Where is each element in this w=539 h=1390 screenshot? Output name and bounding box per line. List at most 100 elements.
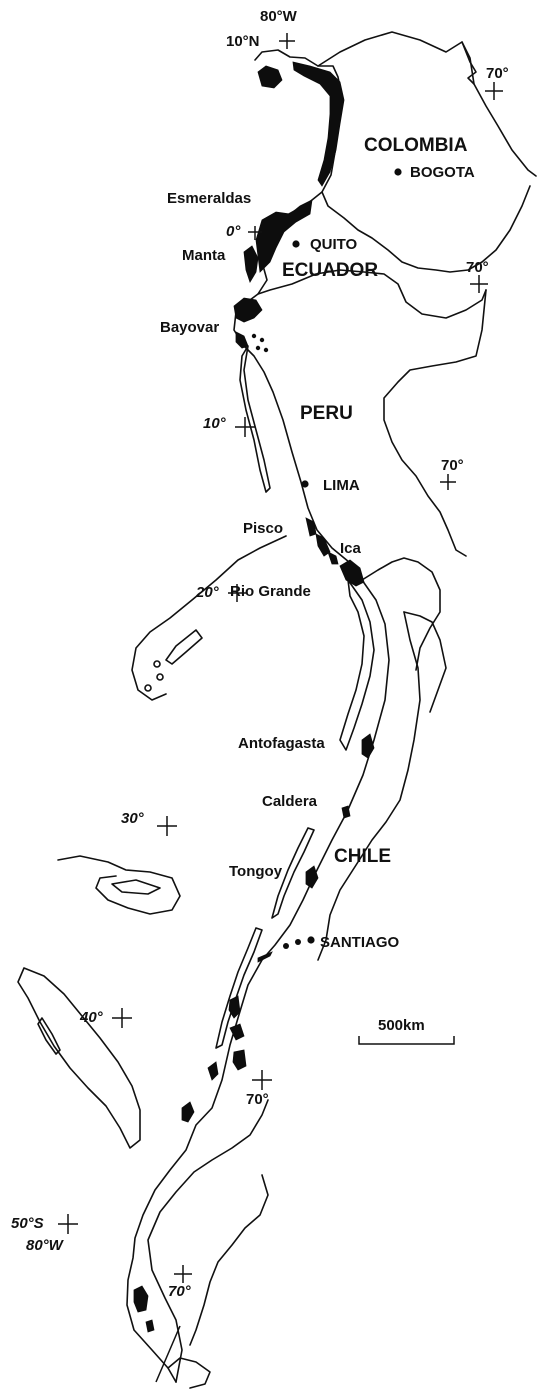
deposit-bayovar-dot-2 <box>259 337 265 343</box>
deposit-bayovar-dot-1 <box>251 333 257 339</box>
cross-ecuador-70 <box>470 275 488 293</box>
atacama-trench <box>339 579 375 751</box>
peru-bolivia-border <box>361 557 441 671</box>
coord-label-colombia-lon: 70° <box>486 65 509 82</box>
chile-rise-west-inner <box>37 1017 61 1055</box>
deposit-panama <box>257 65 283 89</box>
colombia-ecuador-border <box>321 185 531 273</box>
patagonia-coast <box>147 1099 269 1383</box>
deposit-south-chile-3 <box>229 1023 245 1041</box>
cross-10n-80w <box>279 33 295 49</box>
chile-rise-1 <box>271 827 315 919</box>
juan-fernandez-ridge <box>57 855 181 915</box>
place-label-ica: Ica <box>340 540 362 557</box>
deposit-manta <box>243 245 259 283</box>
cross-peru-70 <box>440 474 456 490</box>
place-label-bayovar: Bayovar <box>160 319 219 336</box>
magallanes-fault-line <box>155 1325 181 1383</box>
deposit-patagonia-2 <box>145 1319 155 1333</box>
cross-colombia-70 <box>485 82 503 100</box>
deposit-santiago-dot-2 <box>295 939 301 945</box>
coord-label-south-lon: 70° <box>168 1283 192 1300</box>
scale-bar: 500km <box>358 1017 455 1045</box>
deposit-santiago-dot-1 <box>283 943 289 949</box>
capital-label-bogota: BOGOTA <box>410 164 475 181</box>
deposit-ica-2 <box>339 559 365 587</box>
coord-label-lat-10: 10° <box>203 415 227 432</box>
deposit-ica-1 <box>315 533 331 557</box>
place-label-rio-grande: Rio Grande <box>230 583 311 600</box>
cross-10s <box>235 417 255 437</box>
coord-label-ecuador-lon: 70° <box>466 259 489 276</box>
deposit-south-chile-2 <box>228 995 241 1019</box>
lima-dot <box>301 480 309 488</box>
place-label-antofagasta: Antofagasta <box>238 735 325 752</box>
coord-label-chile-lon: 70° <box>246 1091 269 1108</box>
chile-rise-2 <box>215 927 263 1049</box>
coord-label-top-lon: 80°W <box>260 8 298 25</box>
cross-20s <box>228 584 246 602</box>
deposit-ica-3 <box>327 551 339 565</box>
country-label-peru: PERU <box>300 403 353 424</box>
coord-label-equator: 0° <box>226 223 241 240</box>
cross-chile-70 <box>252 1070 272 1090</box>
coord-label-top-lat: 10°N <box>226 33 260 50</box>
patagonia-east-coast <box>189 1174 269 1346</box>
place-label-manta: Manta <box>182 247 226 264</box>
nazca-ridge-inner <box>165 629 203 665</box>
cross-equator <box>248 226 262 240</box>
seamount-3 <box>144 684 152 692</box>
juan-fernandez-inner <box>111 879 161 895</box>
place-label-pisco: Pisco <box>243 520 283 537</box>
cross-50s-80w <box>58 1214 78 1234</box>
deposit-bayovar-dot-4 <box>263 347 269 353</box>
country-label-chile: CHILE <box>334 846 391 867</box>
nazca-ridge <box>131 535 287 701</box>
deposit-chiloe <box>181 1101 195 1123</box>
seamount-1 <box>153 660 161 668</box>
santiago-dot <box>307 936 315 944</box>
place-label-esmeraldas: Esmeraldas <box>167 190 251 207</box>
capital-label-lima: LIMA <box>323 477 360 494</box>
coord-label-lat-50: 50°S <box>11 1215 44 1232</box>
deposit-pisco <box>305 517 317 537</box>
deposit-bayovar-dot-3 <box>255 345 261 351</box>
deposit-bayovar <box>235 331 249 349</box>
deposit-gulf-guayaquil <box>233 297 263 323</box>
deposit-south-chile-5 <box>207 1061 219 1081</box>
bogota-dot <box>394 168 402 176</box>
ecuador-peru-border <box>257 269 487 319</box>
deposit-tongoy <box>305 865 319 889</box>
coord-label-bottom-lon: 80°W <box>26 1237 65 1254</box>
country-label-colombia: COLOMBIA <box>364 135 468 156</box>
country-label-ecuador: ECUADOR <box>282 260 378 281</box>
peru-trench <box>239 345 271 493</box>
place-label-caldera: Caldera <box>262 793 318 810</box>
place-label-tongoy: Tongoy <box>229 863 283 880</box>
southern-tip <box>167 1357 211 1389</box>
deposit-colombia-pacific <box>292 61 345 187</box>
peru-brazil-border <box>383 289 487 557</box>
deposit-south-chile-1 <box>257 951 273 963</box>
coord-label-lat-20: 20° <box>195 584 220 601</box>
bolivia-argentina-border <box>403 611 447 713</box>
deposit-south-chile-4 <box>232 1049 247 1071</box>
deposit-esmeraldas <box>255 199 313 273</box>
deposit-caldera <box>341 805 351 819</box>
coord-label-lat-40: 40° <box>79 1009 104 1026</box>
chile-argentina-border <box>317 611 421 961</box>
cross-south-70 <box>174 1265 192 1283</box>
coord-label-peru-lon: 70° <box>441 457 464 474</box>
cross-30s <box>157 816 177 836</box>
coord-label-lat-30: 30° <box>121 810 145 827</box>
cross-40s <box>112 1008 132 1028</box>
scale-bar-label: 500km <box>378 1017 425 1034</box>
chile-rise-west <box>17 967 141 1149</box>
deposit-antofagasta <box>361 733 375 759</box>
quito-dot <box>292 240 300 248</box>
colombia-venezuela-border <box>461 41 477 85</box>
deposit-patagonia-1 <box>133 1285 149 1313</box>
seamount-2 <box>156 673 164 681</box>
capital-label-santiago: SANTIAGO <box>320 934 400 951</box>
